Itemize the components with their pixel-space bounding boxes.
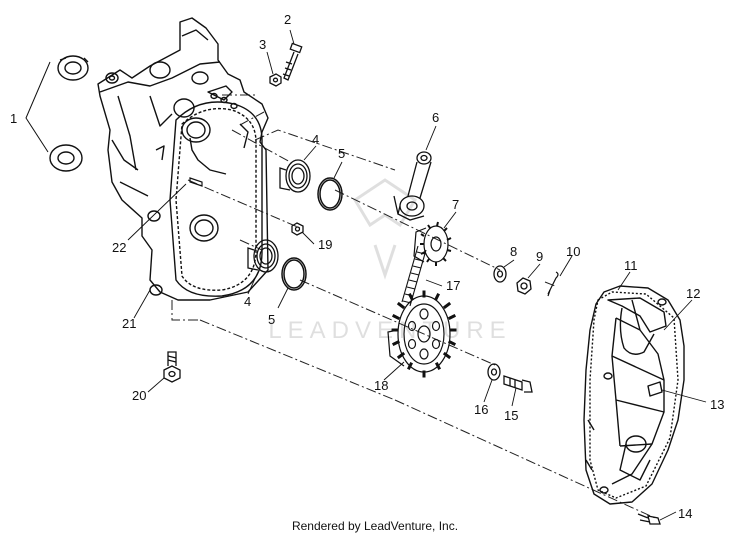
chaincase-housing xyxy=(97,17,269,301)
callout-6: 6 xyxy=(432,110,439,125)
seal-lower xyxy=(49,144,83,172)
washer-8 xyxy=(493,265,507,283)
watermark: LEADVENTURE xyxy=(268,178,511,344)
bolt-20 xyxy=(163,351,181,383)
sprocket-large xyxy=(387,290,457,378)
bearing-lower xyxy=(247,239,279,273)
seal-leader xyxy=(25,61,51,153)
callout-2: 2 xyxy=(284,12,291,27)
seal-upper xyxy=(57,55,89,81)
callout-9: 9 xyxy=(536,249,543,264)
callout-22: 22 xyxy=(112,240,126,255)
cotter-pin xyxy=(547,271,559,297)
callout-16: 16 xyxy=(474,402,488,417)
callout-7: 7 xyxy=(452,197,459,212)
retaining-ring-lower xyxy=(281,257,307,291)
watermark-text: LEADVENTURE xyxy=(268,317,511,344)
leader-lines xyxy=(127,29,707,521)
nut-9 xyxy=(516,277,532,295)
callout-10: 10 xyxy=(566,244,580,259)
callout-17: 17 xyxy=(446,278,460,293)
callout-4-upper: 4 xyxy=(312,132,319,147)
callout-18: 18 xyxy=(374,378,388,393)
chaincase-cover xyxy=(583,285,685,505)
callouts: 1 2 3 4 4 5 5 6 7 8 9 10 11 12 13 14 15 … xyxy=(10,12,724,521)
callout-4-lower: 4 xyxy=(244,294,251,309)
callout-20: 20 xyxy=(132,388,146,403)
sprocket-small xyxy=(413,221,452,266)
callout-1: 1 xyxy=(10,111,17,126)
callout-12: 12 xyxy=(686,286,700,301)
bolt-2 xyxy=(282,42,303,81)
footer-credit: Rendered by LeadVenture, Inc. xyxy=(291,519,459,533)
stud-22 xyxy=(189,177,203,187)
retaining-ring-upper xyxy=(317,177,343,211)
callout-14: 14 xyxy=(678,506,692,521)
screw-14 xyxy=(637,513,661,525)
callout-13: 13 xyxy=(710,397,724,412)
callout-21: 21 xyxy=(122,316,136,331)
callout-5-lower: 5 xyxy=(268,312,275,327)
callout-11: 11 xyxy=(624,258,638,273)
bolt-15 xyxy=(503,375,533,393)
callout-5-upper: 5 xyxy=(338,146,345,161)
callout-19: 19 xyxy=(318,237,332,252)
center-lines xyxy=(171,94,656,519)
bearing-upper xyxy=(279,159,311,193)
callout-15: 15 xyxy=(504,408,518,423)
callout-3: 3 xyxy=(259,37,266,52)
washer-16 xyxy=(487,363,501,381)
tensioner-arm xyxy=(393,151,432,221)
callout-8: 8 xyxy=(510,244,517,259)
nut-3 xyxy=(269,73,282,87)
nut-19 xyxy=(291,222,304,236)
